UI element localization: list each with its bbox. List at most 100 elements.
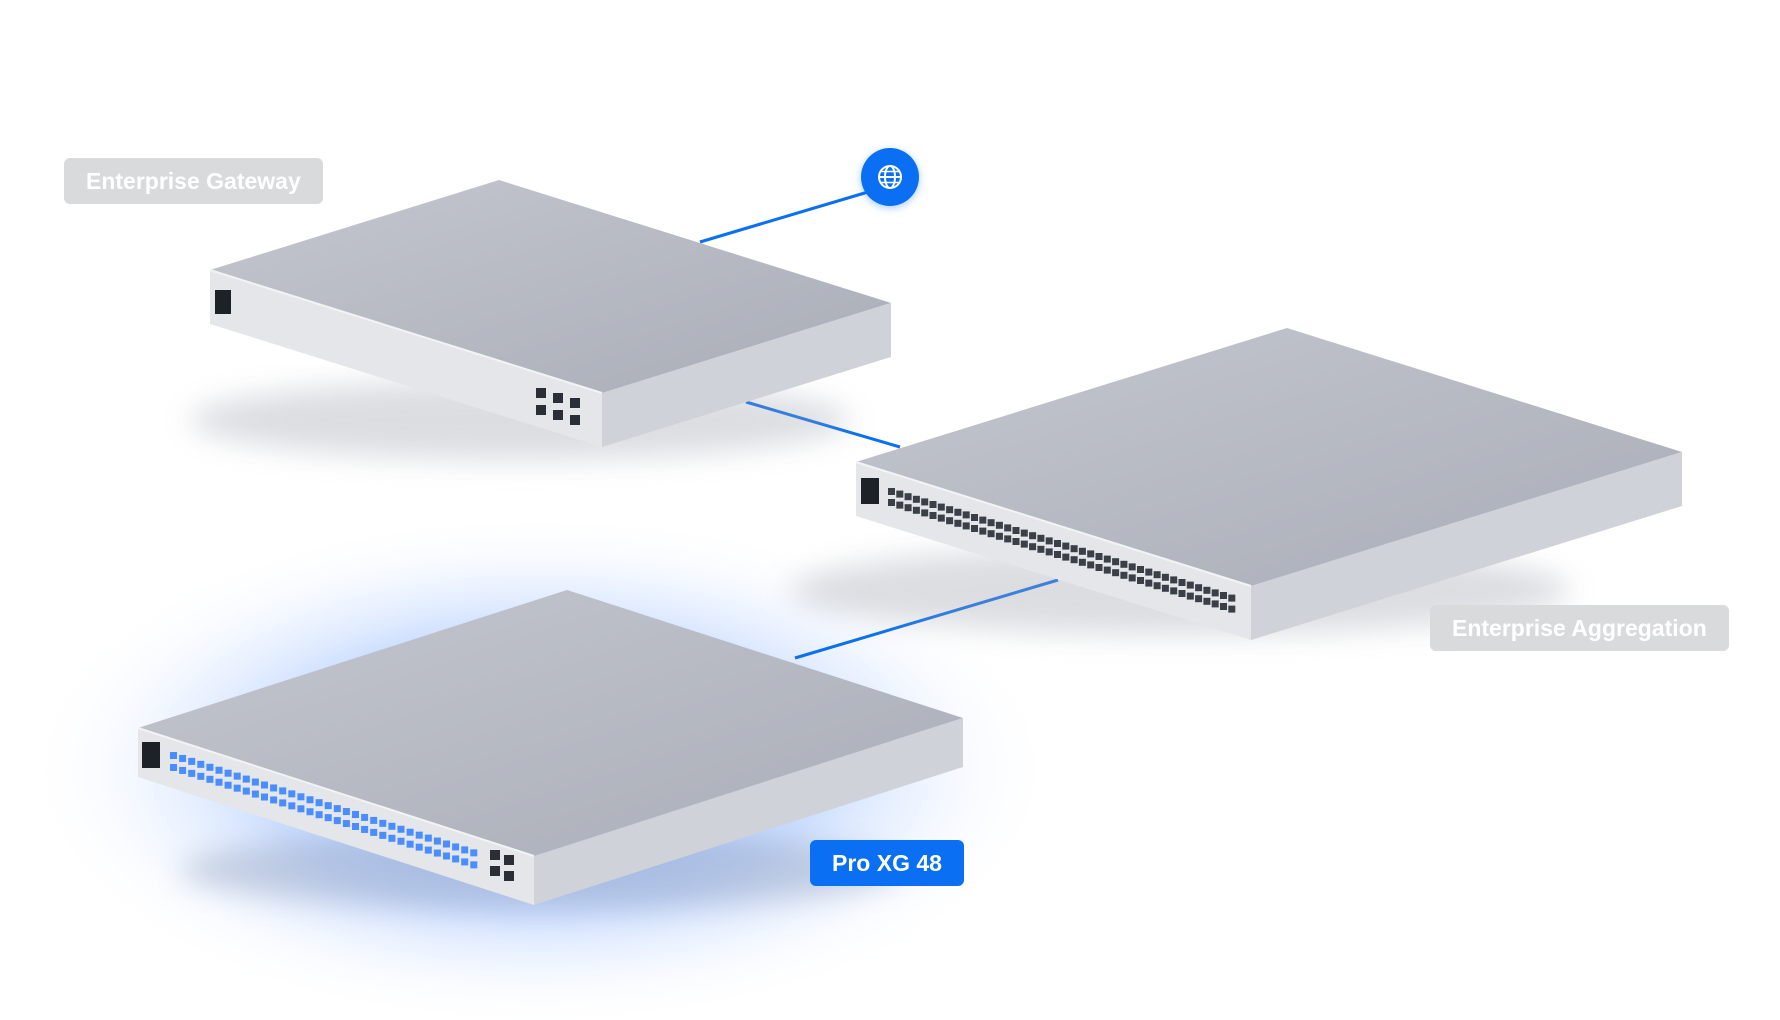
port — [170, 752, 177, 759]
port — [361, 813, 369, 821]
pro-xg-rj45-ports — [170, 752, 478, 869]
port — [288, 790, 296, 798]
port — [470, 861, 478, 869]
port — [379, 831, 387, 839]
port — [224, 781, 232, 789]
gateway-front — [210, 270, 602, 447]
port — [352, 811, 359, 818]
port — [1195, 584, 1203, 592]
port — [1170, 587, 1178, 595]
port — [1137, 566, 1144, 573]
port — [342, 820, 350, 828]
port — [242, 787, 250, 795]
port — [946, 517, 954, 525]
port — [443, 852, 450, 860]
port — [197, 772, 205, 780]
aggregation-device — [790, 328, 1682, 640]
aggregation-front — [856, 462, 1251, 640]
port — [937, 514, 945, 522]
port — [1220, 592, 1227, 599]
port — [1062, 553, 1070, 561]
port — [1070, 545, 1078, 553]
port — [470, 849, 478, 857]
port — [954, 508, 962, 516]
port — [1103, 566, 1111, 574]
port — [424, 834, 432, 842]
internet-globe-node — [861, 148, 919, 206]
port — [971, 514, 978, 521]
port — [1062, 542, 1070, 550]
port — [912, 506, 920, 514]
pro-xg-front — [138, 728, 534, 905]
port — [954, 519, 962, 527]
port — [333, 805, 341, 813]
link-globe-gateway — [699, 190, 869, 244]
port — [1054, 551, 1061, 558]
gateway-ports — [536, 388, 580, 425]
port — [971, 525, 978, 532]
port — [370, 828, 378, 836]
port — [1103, 555, 1111, 563]
port — [306, 796, 314, 804]
port — [197, 760, 205, 768]
port — [1078, 547, 1086, 555]
port — [324, 814, 332, 822]
port — [962, 511, 970, 519]
port — [929, 512, 937, 519]
port — [1045, 548, 1053, 556]
port — [415, 831, 423, 839]
port — [279, 799, 287, 807]
port — [270, 796, 278, 804]
port — [912, 495, 920, 503]
port — [179, 766, 187, 774]
port — [242, 775, 250, 783]
port — [461, 858, 469, 866]
port — [433, 849, 441, 857]
port — [1095, 553, 1103, 560]
port — [315, 811, 323, 819]
port — [388, 834, 396, 842]
port — [297, 793, 305, 801]
port — [261, 781, 268, 789]
port — [1054, 540, 1061, 547]
port — [215, 778, 223, 786]
gateway-top — [210, 180, 891, 393]
port — [1186, 581, 1194, 589]
pro-xg-top — [138, 590, 963, 856]
port — [995, 532, 1003, 540]
port — [1128, 563, 1136, 571]
port — [188, 757, 196, 765]
port — [1029, 543, 1037, 551]
port — [251, 778, 259, 786]
port — [1037, 534, 1045, 542]
port — [1228, 605, 1236, 613]
port — [233, 772, 241, 780]
port — [1203, 597, 1211, 605]
port — [206, 763, 214, 771]
port — [342, 808, 350, 816]
globe-icon — [878, 165, 902, 189]
port — [315, 799, 323, 807]
port — [1178, 579, 1186, 586]
port — [1203, 586, 1211, 594]
port — [415, 843, 423, 851]
port — [452, 855, 460, 863]
port — [397, 837, 405, 845]
port — [987, 530, 995, 538]
port — [1137, 577, 1144, 584]
port — [929, 501, 937, 508]
port — [406, 840, 414, 848]
port — [1120, 560, 1128, 568]
port — [424, 846, 432, 854]
port — [888, 499, 895, 506]
port — [461, 846, 469, 854]
pro-xg-sfp-ports — [490, 850, 514, 881]
port — [1128, 574, 1136, 582]
port — [324, 802, 332, 810]
aggregation-top — [856, 328, 1682, 586]
port — [1095, 564, 1103, 571]
gateway-display — [215, 290, 231, 314]
port — [1120, 571, 1128, 579]
port — [443, 840, 450, 848]
port — [987, 519, 995, 527]
